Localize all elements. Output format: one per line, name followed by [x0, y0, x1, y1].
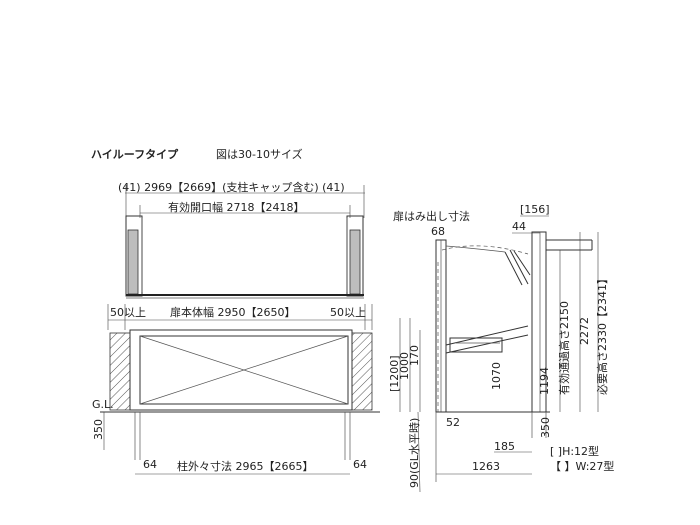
- effective-opening-label: 有効開口幅 2718【2418】: [168, 200, 304, 214]
- right-wall: [351, 332, 373, 411]
- post-left-label: 64: [143, 458, 157, 471]
- size-legend: [ ]H:12型 【 】W:27型: [550, 444, 614, 473]
- d68-label: 68: [431, 225, 445, 238]
- d1263-label: 1263: [472, 460, 500, 473]
- top-bracket-label: [156]: [520, 203, 550, 216]
- body-width-label: 扉本体幅 2950【2650】: [170, 305, 296, 319]
- front-view-bottom: G.L. 350 64 64 柱外々寸法 2965【2665】: [92, 329, 380, 475]
- body-width-row: 50以上 扉本体幅 2950【2650】 50以上: [107, 304, 373, 330]
- d1194-label: 1194: [538, 367, 551, 395]
- front-view-top: (41) 2969【2669】(支柱キャップ含む) (41) 有効開口幅 271…: [118, 180, 365, 299]
- d1070-label: 1070: [490, 362, 503, 390]
- diagram-subtitle: 図は30-10サイズ: [216, 147, 303, 161]
- d1200-label: [1200]: [388, 355, 401, 392]
- depth-label: 350: [92, 419, 105, 440]
- gl-level-label: 90(GL水平時): [408, 418, 421, 488]
- clearance-left-label: 50以上: [110, 306, 146, 319]
- legend-h-type: [ ]H:12型: [550, 444, 599, 458]
- clearance-right-label: 50以上: [330, 306, 366, 319]
- d52-label: 52: [446, 416, 460, 429]
- d44-label: 44: [512, 220, 526, 233]
- gl-label: G.L.: [92, 398, 114, 411]
- d170-label: 170: [408, 345, 421, 366]
- post-outer-label: 柱外々寸法 2965【2665】: [177, 459, 313, 473]
- d350-side-label: 350: [539, 417, 552, 438]
- post-right-label: 64: [353, 458, 367, 471]
- side-view: 扉はみ出し寸法 [156] 44 68: [388, 203, 609, 493]
- d2272-label: 2272: [578, 317, 591, 345]
- overall-width-label: (41) 2969【2669】(支柱キャップ含む) (41): [118, 180, 345, 194]
- diagram-title: ハイルーフタイプ: [91, 147, 179, 161]
- legend-w-type: 【 】W:27型: [550, 459, 614, 473]
- required-height-label: 必要高さ2330【2341】: [595, 273, 609, 395]
- d1000-label: 1000: [398, 352, 411, 380]
- protrusion-label: 扉はみ出し寸法: [393, 209, 470, 223]
- d185-label: 185: [494, 440, 515, 453]
- effective-height-label: 有効通過高さ2150: [557, 301, 571, 395]
